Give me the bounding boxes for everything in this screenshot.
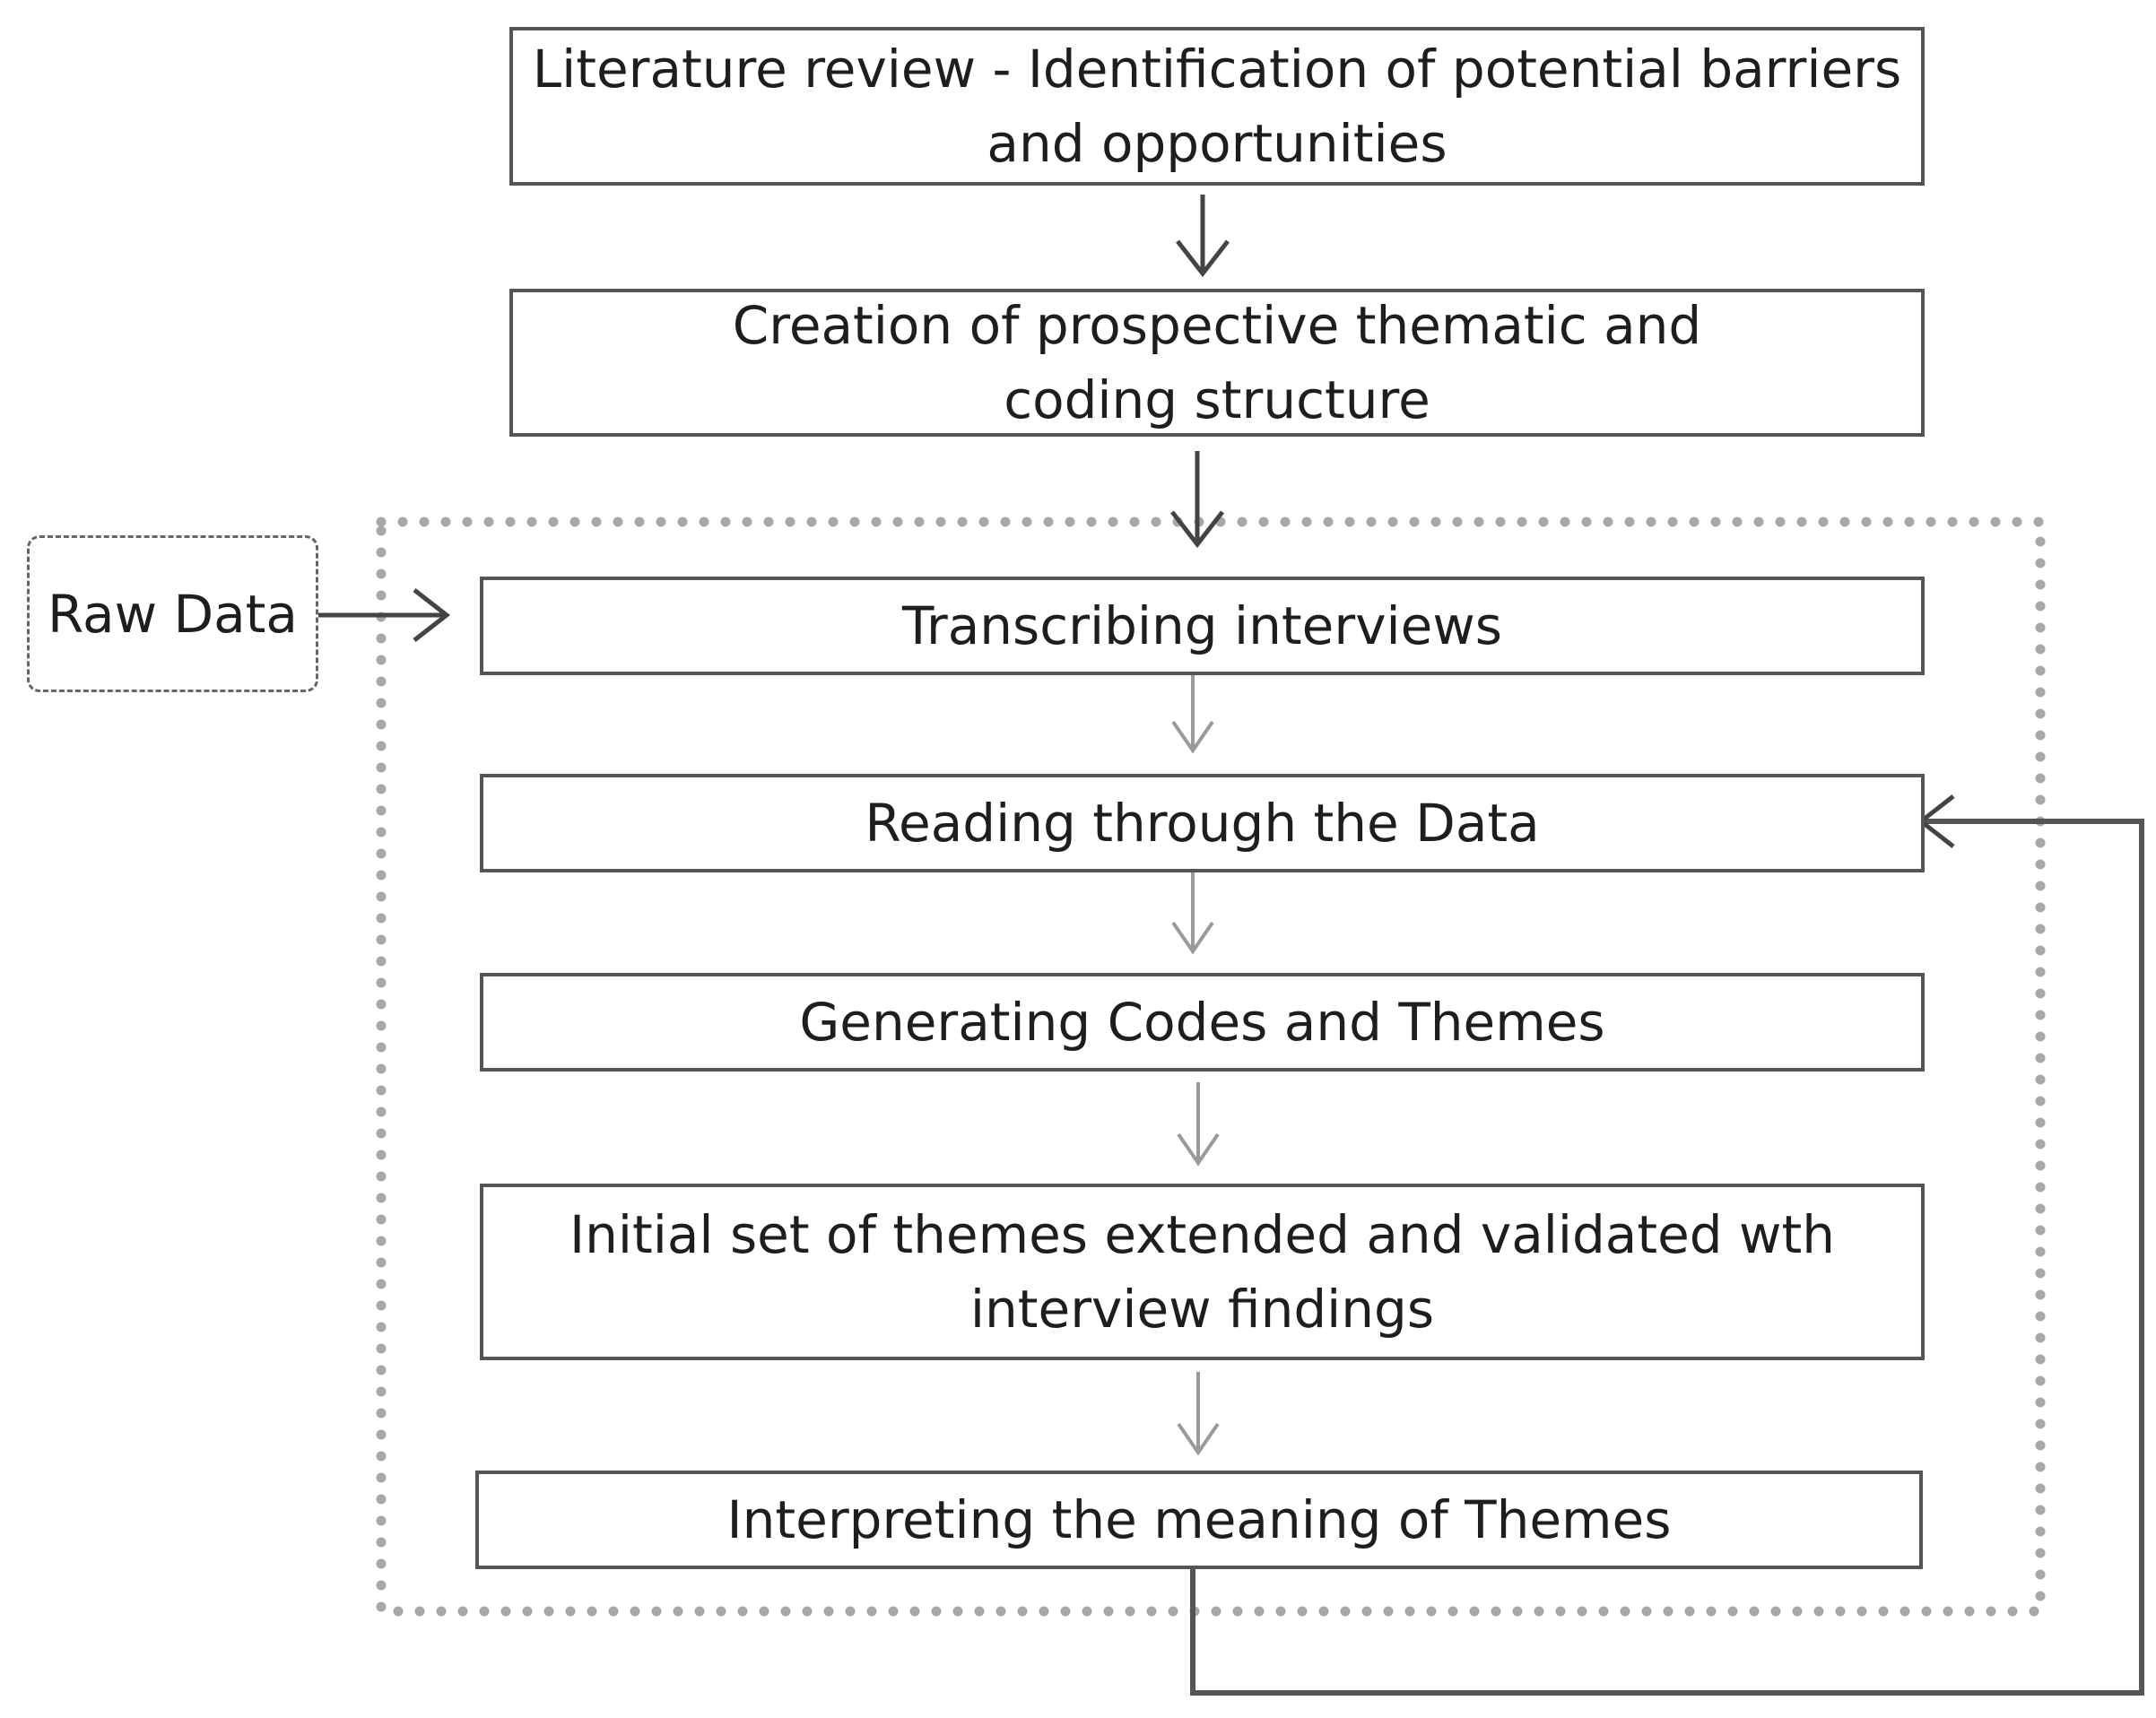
transcribing-box: Transcribing interviews [480, 577, 1925, 675]
raw-data-label: Raw Data [48, 583, 298, 645]
raw-data-box: Raw Data [27, 535, 318, 692]
creation-label: Creation of prospective thematic and cod… [732, 295, 1702, 430]
initial-set-label: Initial set of themes extended and valid… [569, 1204, 1835, 1340]
reading-box: Reading through the Data [480, 774, 1925, 872]
initial-set-box: Initial set of themes extended and valid… [480, 1184, 1925, 1360]
literature-review-box: Literature review - Identification of po… [509, 27, 1925, 186]
transcribing-label: Transcribing interviews [902, 594, 1502, 656]
creation-box: Creation of prospective thematic and cod… [509, 289, 1925, 437]
interpreting-box: Interpreting the meaning of Themes [475, 1471, 1923, 1569]
generating-label: Generating Codes and Themes [799, 991, 1605, 1053]
generating-box: Generating Codes and Themes [480, 973, 1925, 1072]
literature-review-label: Literature review - Identification of po… [532, 39, 1902, 174]
interpreting-label: Interpreting the meaning of Themes [726, 1488, 1672, 1550]
feedback-loop-arrow [1190, 794, 2144, 1696]
reading-label: Reading through the Data [865, 792, 1540, 854]
analysis-frame [376, 516, 2046, 1617]
